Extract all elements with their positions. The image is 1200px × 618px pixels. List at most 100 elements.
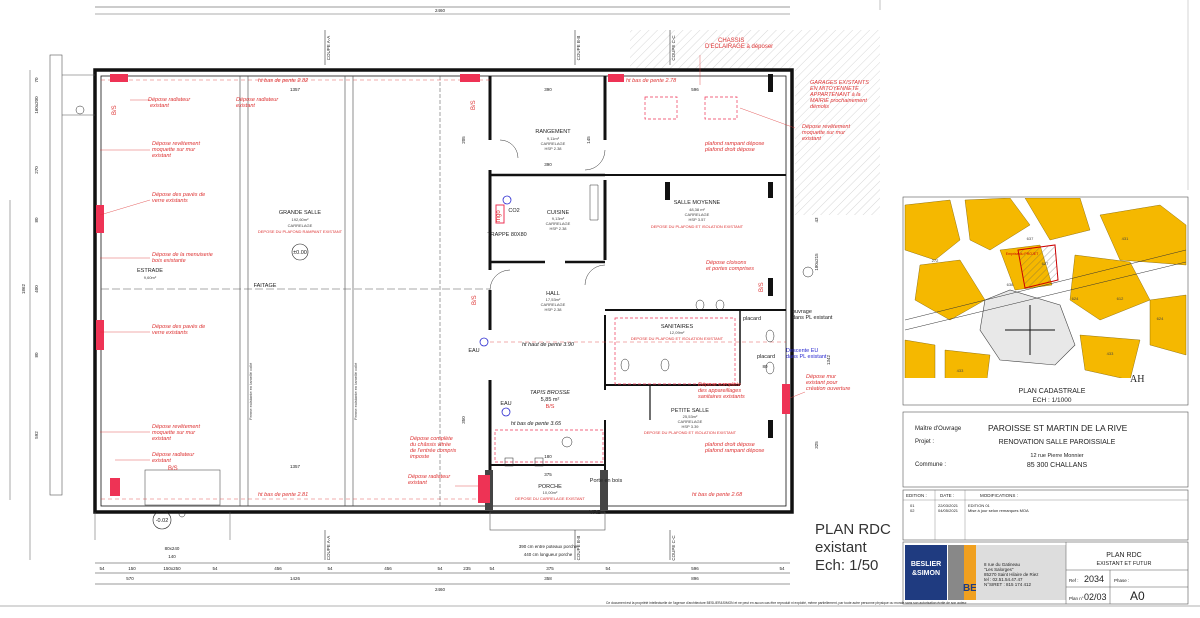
left-annex xyxy=(9,54,95,560)
svg-text:TRAPPE 80X80: TRAPPE 80X80 xyxy=(487,232,526,238)
svg-text:1426: 1426 xyxy=(290,576,301,581)
dim-top-right: 596 xyxy=(691,87,699,92)
svg-text:390: 390 xyxy=(544,162,552,167)
svg-text:160x200: 160x200 xyxy=(34,96,39,114)
svg-text:22/03/2021: 22/03/2021 xyxy=(938,503,959,508)
svg-text:456: 456 xyxy=(274,566,282,571)
svg-text:10,00m²: 10,00m² xyxy=(543,490,558,495)
svg-text:B/S: B/S xyxy=(471,100,477,110)
svg-text:8 rue du Gatineau"Les Salorges: 8 rue du Gatineau"Les Salorges"85270 Sai… xyxy=(984,562,1039,587)
svg-text:HSP 3.57: HSP 3.57 xyxy=(688,217,706,222)
svg-text:270: 270 xyxy=(34,166,39,174)
svg-text:DATE :: DATE : xyxy=(940,493,954,498)
svg-text:54: 54 xyxy=(605,566,611,571)
fixtures xyxy=(75,105,814,530)
legal-footer: Ce document est la propriété intellectue… xyxy=(606,601,967,605)
svg-text:235: 235 xyxy=(463,566,471,571)
svg-text:390 cm entre poteaux porche: 390 cm entre poteaux porche xyxy=(519,544,578,549)
svg-text:Ech: 1/50: Ech: 1/50 xyxy=(815,557,878,574)
left-dimensions: 70 160x200 270 80 400 80 592 1862 xyxy=(21,77,39,439)
svg-text:DEPOSE DU CARRELAGE EXISTANT: DEPOSE DU CARRELAGE EXISTANT xyxy=(515,496,585,501)
svg-text:HSP 2.38: HSP 2.38 xyxy=(544,146,562,151)
svg-text:17,53m²: 17,53m² xyxy=(546,297,561,302)
svg-text:180: 180 xyxy=(544,454,552,459)
svg-text:ht bas de pente 2.78: ht bas de pente 2.78 xyxy=(626,78,677,84)
dim-top-mid: 390 xyxy=(544,87,552,92)
svg-text:BESLIER: BESLIER xyxy=(911,561,941,568)
svg-text:272: 272 xyxy=(932,258,939,263)
building-walls xyxy=(93,68,794,514)
svg-text:570: 570 xyxy=(126,576,134,581)
room-tapis-brosse: TAPIS BROSSE 5,85 m² B/S xyxy=(530,390,570,410)
svg-text:VRE: VRE xyxy=(589,510,601,516)
svg-text:FAITAGE: FAITAGE xyxy=(254,283,277,289)
svg-text:592: 592 xyxy=(34,431,39,439)
svg-text:CO2: CO2 xyxy=(508,208,519,214)
svg-text:Projet :: Projet : xyxy=(915,439,934,445)
svg-text:205: 205 xyxy=(461,136,466,144)
svg-text:145: 145 xyxy=(586,136,591,144)
svg-text:ht bas de pente 2.68: ht bas de pente 2.68 xyxy=(692,492,743,498)
svg-text:DEPOSE DU PLAFOND ET ISOLATION: DEPOSE DU PLAFOND ET ISOLATION EXISTANT xyxy=(644,430,737,435)
svg-text:Plan n°: Plan n° xyxy=(1069,596,1084,601)
room-cuisine: CUISINE 9,13m² CARRELAGE HSP 2.38 xyxy=(546,210,571,231)
svg-text:HALL: HALL xyxy=(546,291,560,297)
svg-text:48,38 m²: 48,38 m² xyxy=(689,207,705,212)
svg-text:B/S: B/S xyxy=(112,105,118,115)
svg-text:54: 54 xyxy=(327,566,333,571)
svg-text:DEPOSE DU PLAFOND ET ISOLATION: DEPOSE DU PLAFOND ET ISOLATION EXISTANT xyxy=(651,224,744,229)
svg-text:375: 375 xyxy=(546,566,554,571)
svg-text:80: 80 xyxy=(34,352,39,358)
svg-text:02: 02 xyxy=(910,508,915,513)
svg-text:&SIMON: &SIMON xyxy=(912,570,940,577)
bottom-dimensions: 54 150 150x250 54 456 54 456 54 235 54 3… xyxy=(95,136,790,592)
svg-text:PAROISSE ST MARTIN DE LA RIVE: PAROISSE ST MARTIN DE LA RIVE xyxy=(988,423,1128,433)
svg-text:DEPOSE DU PLAFOND RAMPANT EXIS: DEPOSE DU PLAFOND RAMPANT EXISTANT xyxy=(258,229,343,234)
svg-text:B/S: B/S xyxy=(472,295,478,305)
svg-text:9,13m²: 9,13m² xyxy=(552,216,565,221)
svg-text:ht bas de pente 2.82: ht bas de pente 2.82 xyxy=(258,78,308,84)
svg-text:12 rue Pierre Monnier: 12 rue Pierre Monnier xyxy=(1030,453,1083,459)
svg-text:ESTRADE: ESTRADE xyxy=(137,268,163,274)
svg-text:627: 627 xyxy=(1042,261,1049,266)
svg-text:192,60m²: 192,60m² xyxy=(292,217,310,222)
svg-text:150x250: 150x250 xyxy=(163,566,181,571)
svg-text:HSP 2.38: HSP 2.38 xyxy=(549,226,567,231)
room-petite-salle: PETITE SALLE 25,53m² CARRELAGE HSP 3.39 … xyxy=(644,408,737,435)
svg-text:433: 433 xyxy=(1107,351,1114,356)
svg-text:456: 456 xyxy=(384,566,392,571)
red-marks xyxy=(96,55,806,503)
svg-text:54: 54 xyxy=(99,566,105,571)
cadastre-map: Emprise du PROJET 272 431 612 627 637 63… xyxy=(902,196,1189,406)
truss-lines xyxy=(101,76,786,506)
section-b-top: COUPE B-B xyxy=(576,36,581,61)
svg-text:-0.02: -0.02 xyxy=(156,518,169,524)
plan-title: PLAN RDC existant Ech: 1/50 xyxy=(815,521,891,574)
svg-text:02/03: 02/03 xyxy=(1084,592,1107,602)
svg-text:1342: 1342 xyxy=(826,354,831,365)
svg-text:25,53m²: 25,53m² xyxy=(683,414,698,419)
svg-text:01: 01 xyxy=(910,503,915,508)
svg-text:PETITE SALLE: PETITE SALLE xyxy=(671,408,709,414)
room-salle-moyenne: SALLE MOYENNE 48,38 m² CARRELAGE HSP 3.5… xyxy=(651,200,744,229)
svg-text:placard: placard xyxy=(757,354,775,360)
svg-text:CUISINE: CUISINE xyxy=(547,210,570,216)
svg-text:CARRELAGE: CARRELAGE xyxy=(541,302,566,307)
svg-text:EAU: EAU xyxy=(468,348,479,354)
svg-text:80: 80 xyxy=(762,364,768,369)
svg-text:placard: placard xyxy=(743,316,761,322)
svg-text:PLAN RDC: PLAN RDC xyxy=(1106,552,1141,559)
svg-text:CARRELAGE: CARRELAGE xyxy=(541,141,566,146)
svg-text:433: 433 xyxy=(957,368,964,373)
svg-text:180x215: 180x215 xyxy=(814,253,819,271)
